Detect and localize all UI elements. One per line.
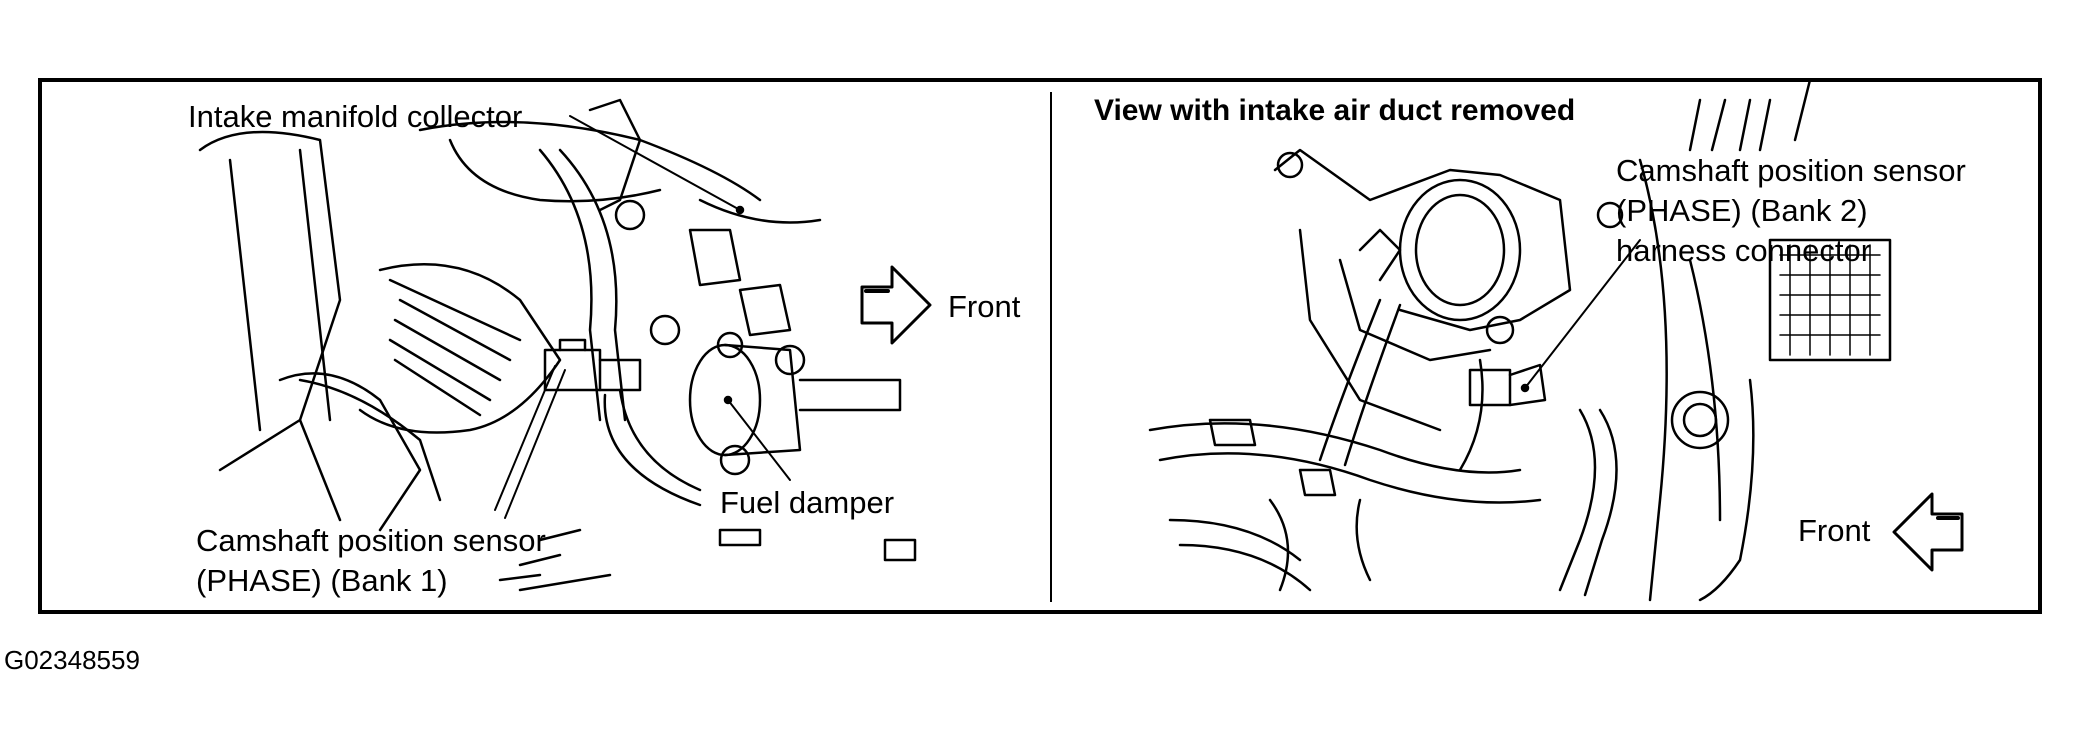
cam-sensor-bank1-label-line2: (PHASE) (Bank 1) <box>196 563 448 598</box>
front-label-right: Front <box>1798 513 1871 548</box>
intake-manifold-collector-label: Intake manifold collector <box>188 99 523 134</box>
cam-sensor-bank2-label-line1: Camshaft position sensor <box>1616 153 1966 188</box>
cam-sensor-bank2-label-line2: (PHASE) (Bank 2) <box>1616 193 1868 228</box>
fuel-damper-label: Fuel damper <box>720 485 895 520</box>
left-engine-drawing <box>198 98 932 592</box>
panel-divider <box>1050 92 1052 602</box>
cam-sensor-bank1-label-line1: Camshaft position sensor <box>196 523 546 558</box>
right-engine-drawing <box>1148 78 1964 602</box>
view-title: View with intake air duct removed <box>1094 94 1576 127</box>
cam-sensor-bank2-label-line3: harness connector <box>1616 233 1872 268</box>
front-label-left: Front <box>948 289 1021 324</box>
diagram-frame <box>38 78 2042 614</box>
figure-id: G02348559 <box>4 645 140 675</box>
